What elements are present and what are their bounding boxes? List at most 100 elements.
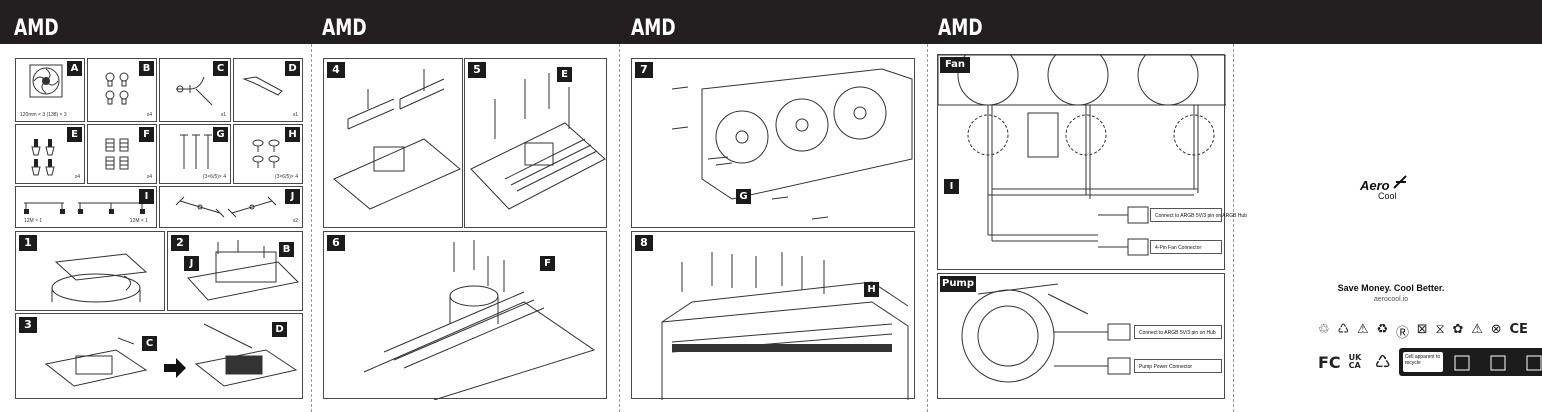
step-number: 8 [635, 235, 653, 251]
website: aerocool.io [1373, 296, 1409, 303]
recycle-label: Cell apparent to recycle [1402, 352, 1443, 372]
pump-wiring-panel: Pump Connect to ARGB 5V/3 pin on Hub Pum… [937, 273, 1225, 399]
step-2-panel: 2 J B [167, 231, 303, 311]
part-j-panel: J x2 [159, 186, 303, 228]
callout-tag: E [557, 67, 572, 82]
tagline: Save Money. Cool Better. [1337, 283, 1445, 293]
part-tag: H [285, 127, 300, 142]
tool-icon [176, 76, 213, 106]
connector-label: Connect to ARGB 5V/3 pin on ARGB Hub [1150, 208, 1247, 222]
spatula-icon [242, 76, 283, 96]
fold-line [619, 44, 620, 412]
section-title: Fan [940, 57, 970, 73]
brand-label-amd: AMD [322, 16, 367, 41]
connector-label: Connect to ARGB 5V/3 pin on Hub [1134, 325, 1222, 339]
hourglass-icon: ⧖ [1435, 322, 1445, 337]
part-tag: A [67, 61, 82, 76]
certification-row: ♲ ♺ ⚠ ♻ Ⓡ ⊠ ⧖ ✿ ⚠ ⊗ CE [1318, 322, 1528, 341]
part-b-panel: B x4 [87, 58, 157, 122]
remove-bracket-icon [333, 69, 461, 210]
step-number: 3 [19, 317, 37, 333]
part-e-panel: E x4 [15, 124, 85, 184]
part-a-panel: A 120mm × 3 (138) × 3 [15, 58, 85, 122]
spacer-icon [105, 138, 129, 170]
recycle-icon: ♺ [1337, 322, 1350, 337]
part-caption: x4 [146, 112, 152, 118]
part-i-panel: I 12M × 1 12M × 1 [15, 186, 157, 228]
step-number: 5 [468, 62, 486, 78]
thumbscrew-icon [252, 139, 280, 168]
section-title: Pump [940, 276, 976, 292]
motherboard-standoff-icon [470, 73, 606, 210]
recycle-icon: ♲ [1318, 322, 1330, 337]
standoff-icon [31, 139, 55, 176]
callout-tag: C [142, 336, 157, 351]
weee-bin-icon: ⊠ [1416, 322, 1428, 337]
fan-wiring-panel: Fan I Connect to ARGB 5V/3 pin on ARGB H… [937, 44, 1247, 270]
fan-icon [29, 64, 63, 98]
recycle-icon: ♺ [1374, 351, 1391, 373]
fan-wiring-diagram [937, 44, 1227, 256]
screw-icon [180, 134, 212, 169]
certification-row: FC UK CA ♺ Cell apparent to recycle [1318, 348, 1542, 376]
step-number: 1 [19, 235, 37, 251]
part-d-panel: D x1 [233, 58, 303, 122]
part-f-panel: F x4 [87, 124, 157, 184]
step-7-panel: 7 G [631, 58, 915, 228]
ce-mark-icon: CE [1509, 322, 1528, 337]
ukca-icon: UK CA [1348, 353, 1362, 370]
pump-mount-icon [363, 240, 596, 401]
step-number: 2 [171, 235, 189, 251]
pump-peel-film-icon [51, 253, 148, 303]
warning-icon: ⚠ [1356, 322, 1369, 337]
fold-line [1233, 44, 1234, 412]
part-caption: (3×6/5)× 4 [274, 174, 298, 180]
part-caption: x1 [292, 112, 298, 118]
callout-tag: J [184, 256, 199, 271]
step-number: 4 [327, 62, 345, 78]
triman-recycle-box: Cell apparent to recycle [1398, 348, 1542, 376]
registered-icon: Ⓡ [1395, 326, 1409, 341]
fcc-icon: FC [1318, 352, 1341, 372]
pump-wiring-diagram [961, 283, 1131, 383]
brand-label-amd: AMD [631, 16, 676, 41]
aerocool-logo: Aero Cool [1360, 175, 1407, 201]
header-bar [0, 0, 1542, 44]
callout-tag: B [279, 242, 294, 257]
prohibited-icon: ⊗ [1490, 322, 1502, 337]
part-caption: x4 [146, 174, 152, 180]
step-3-panel: 3 C D [15, 313, 303, 399]
part-tag: I [139, 189, 154, 204]
warning-icon: ⚠ [1471, 322, 1483, 337]
part-tag: F [139, 127, 154, 142]
part-caption: x2 [292, 218, 298, 224]
callout-tag: D [272, 322, 287, 337]
step-5-panel: 5 E [464, 58, 607, 228]
swirl-icon [1393, 175, 1407, 189]
part-caption: 12M × 1 [24, 218, 43, 224]
step-number: 6 [327, 235, 345, 251]
callout-tag: H [864, 282, 879, 297]
part-tag: E [67, 127, 82, 142]
brand-label-amd: AMD [938, 16, 983, 41]
part-caption: x1 [220, 112, 226, 118]
callout-tag: G [736, 189, 751, 204]
step-6-panel: 6 F [323, 231, 607, 401]
step-1-panel: 1 [15, 231, 165, 311]
radiator-fan-icon [671, 68, 913, 220]
fold-line [311, 44, 312, 412]
case-install-icon [661, 252, 909, 400]
bracket-install-icon [187, 240, 300, 301]
recycle-icon: ♻ [1376, 322, 1389, 337]
bracket-icon [175, 196, 277, 218]
sorting-icons [1454, 355, 1542, 371]
logo-text: Cool [1378, 191, 1397, 201]
brand-label-amd: AMD [14, 16, 59, 41]
connector-label: Pump Power Connector [1134, 359, 1222, 373]
part-caption: (3×6/5)× 4 [202, 174, 226, 180]
part-caption: x4 [74, 174, 80, 180]
callout-tag: I [944, 179, 959, 194]
flower-icon: ✿ [1452, 322, 1464, 337]
part-caption: 120mm × 3 (138) × 3 [20, 112, 67, 118]
part-tag: J [285, 189, 300, 204]
